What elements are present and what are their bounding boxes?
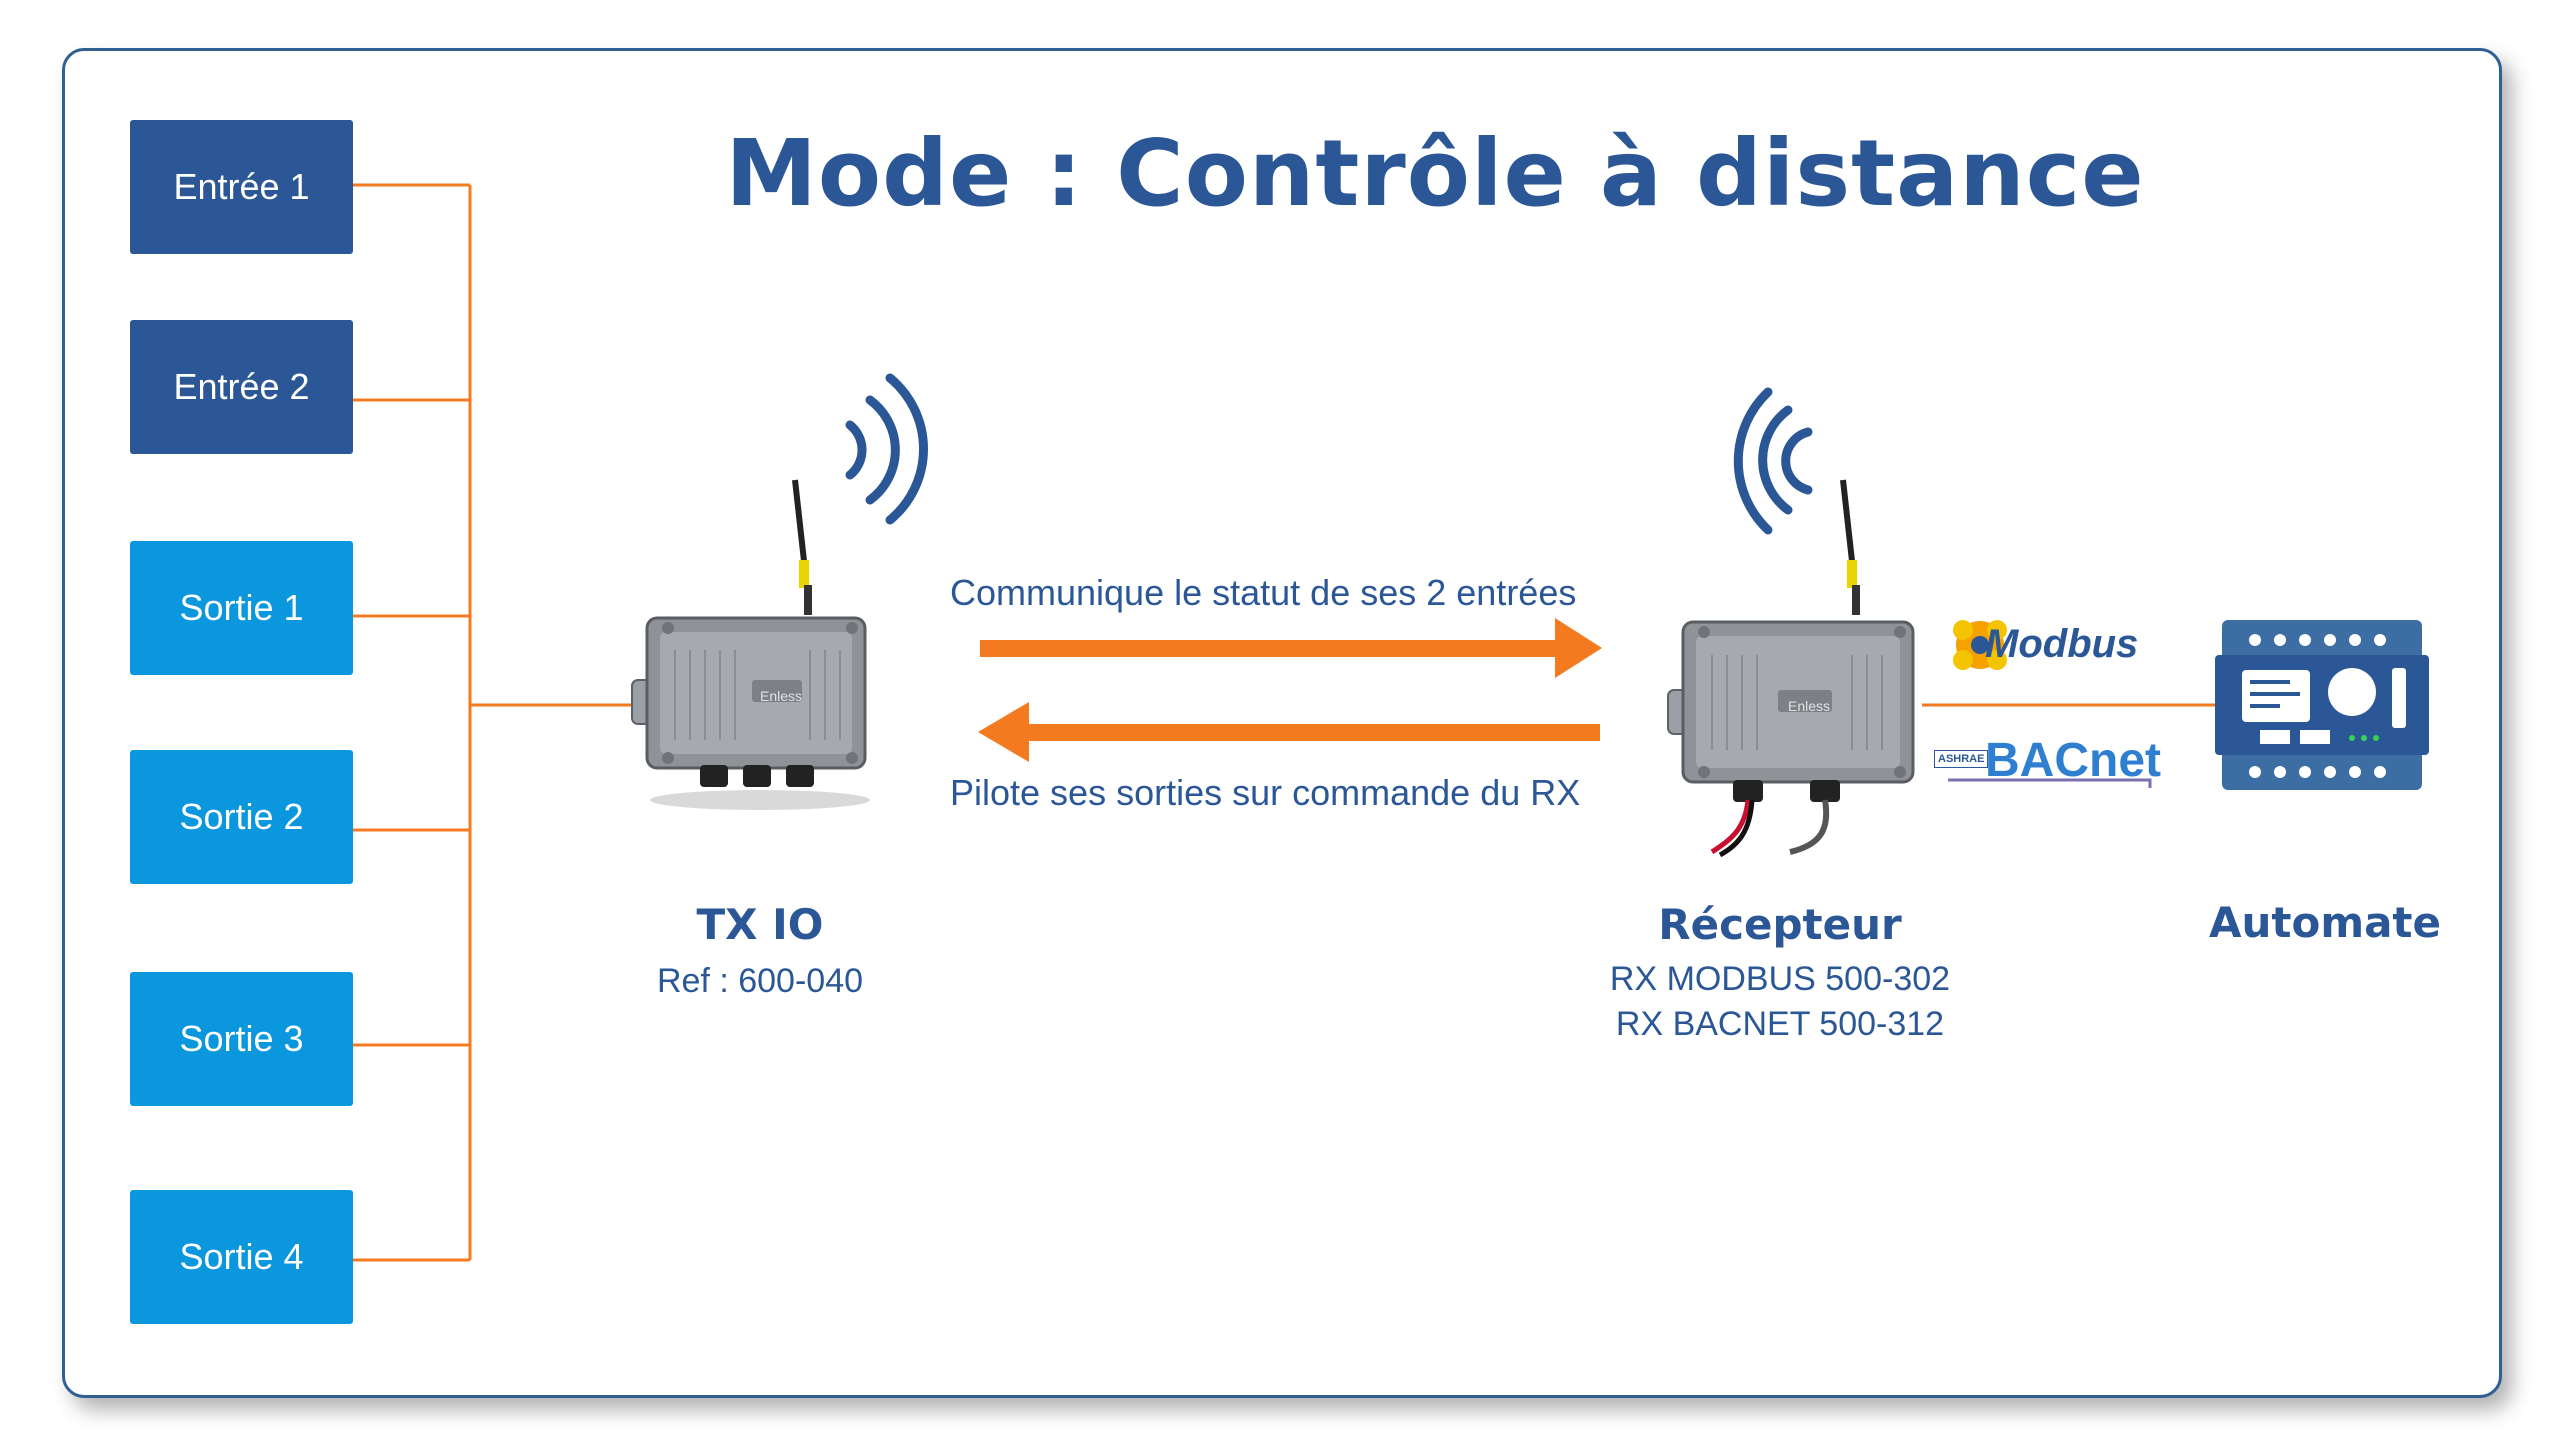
plc-title: Automate	[2208, 898, 2441, 947]
output-box-4: Sortie 4	[130, 1190, 353, 1324]
tx-brand-label: Enless	[760, 688, 803, 704]
rx-device-icon	[1667, 479, 1915, 858]
rx-title: Récepteur	[1658, 900, 1902, 949]
rx-ref-bacnet: RX BACNET 500-312	[1615, 1005, 1945, 1043]
wiring	[353, 183, 2230, 1262]
tx-signal-icon	[845, 373, 928, 525]
input-label: Entrée 2	[173, 366, 310, 407]
page-title: Mode : Contrôle à distance	[725, 120, 2145, 227]
arrow-backward	[978, 702, 1600, 762]
input-box-1: Entrée 1	[130, 120, 353, 254]
output-box-3: Sortie 3	[130, 972, 353, 1106]
bacnet-underline	[1948, 778, 2152, 788]
arrow-forward	[980, 618, 1602, 678]
input-box-2: Entrée 2	[130, 320, 353, 454]
modbus-logo-icon	[1953, 620, 2007, 670]
output-label: Sortie 2	[179, 796, 304, 837]
output-label: Sortie 1	[179, 587, 304, 628]
input-label: Entrée 1	[173, 166, 310, 207]
output-box-2: Sortie 2	[130, 750, 353, 884]
rx-ref-modbus: RX MODBUS 500-302	[1609, 960, 1951, 998]
bacnet-logo-text: BACnet	[1985, 734, 2161, 787]
ashrae-logo-text: ASHRAE	[1934, 750, 1989, 768]
tx-ref: Ref : 600-040	[656, 962, 864, 1000]
output-label: Sortie 3	[179, 1018, 304, 1059]
modbus-logo-text: Modbus	[1985, 622, 2139, 666]
rx-signal-icon	[1733, 387, 1813, 535]
output-label: Sortie 4	[179, 1236, 304, 1277]
backward-arrow-label: Pilote ses sorties sur commande du RX	[950, 772, 1581, 813]
tx-device-icon	[631, 479, 870, 810]
plc-icon	[2215, 620, 2429, 790]
output-box-1: Sortie 1	[130, 541, 353, 675]
forward-arrow-label: Communique le statut de ses 2 entrées	[950, 572, 1577, 613]
tx-title: TX IO	[696, 900, 824, 949]
rx-brand-label: Enless	[1788, 698, 1831, 714]
